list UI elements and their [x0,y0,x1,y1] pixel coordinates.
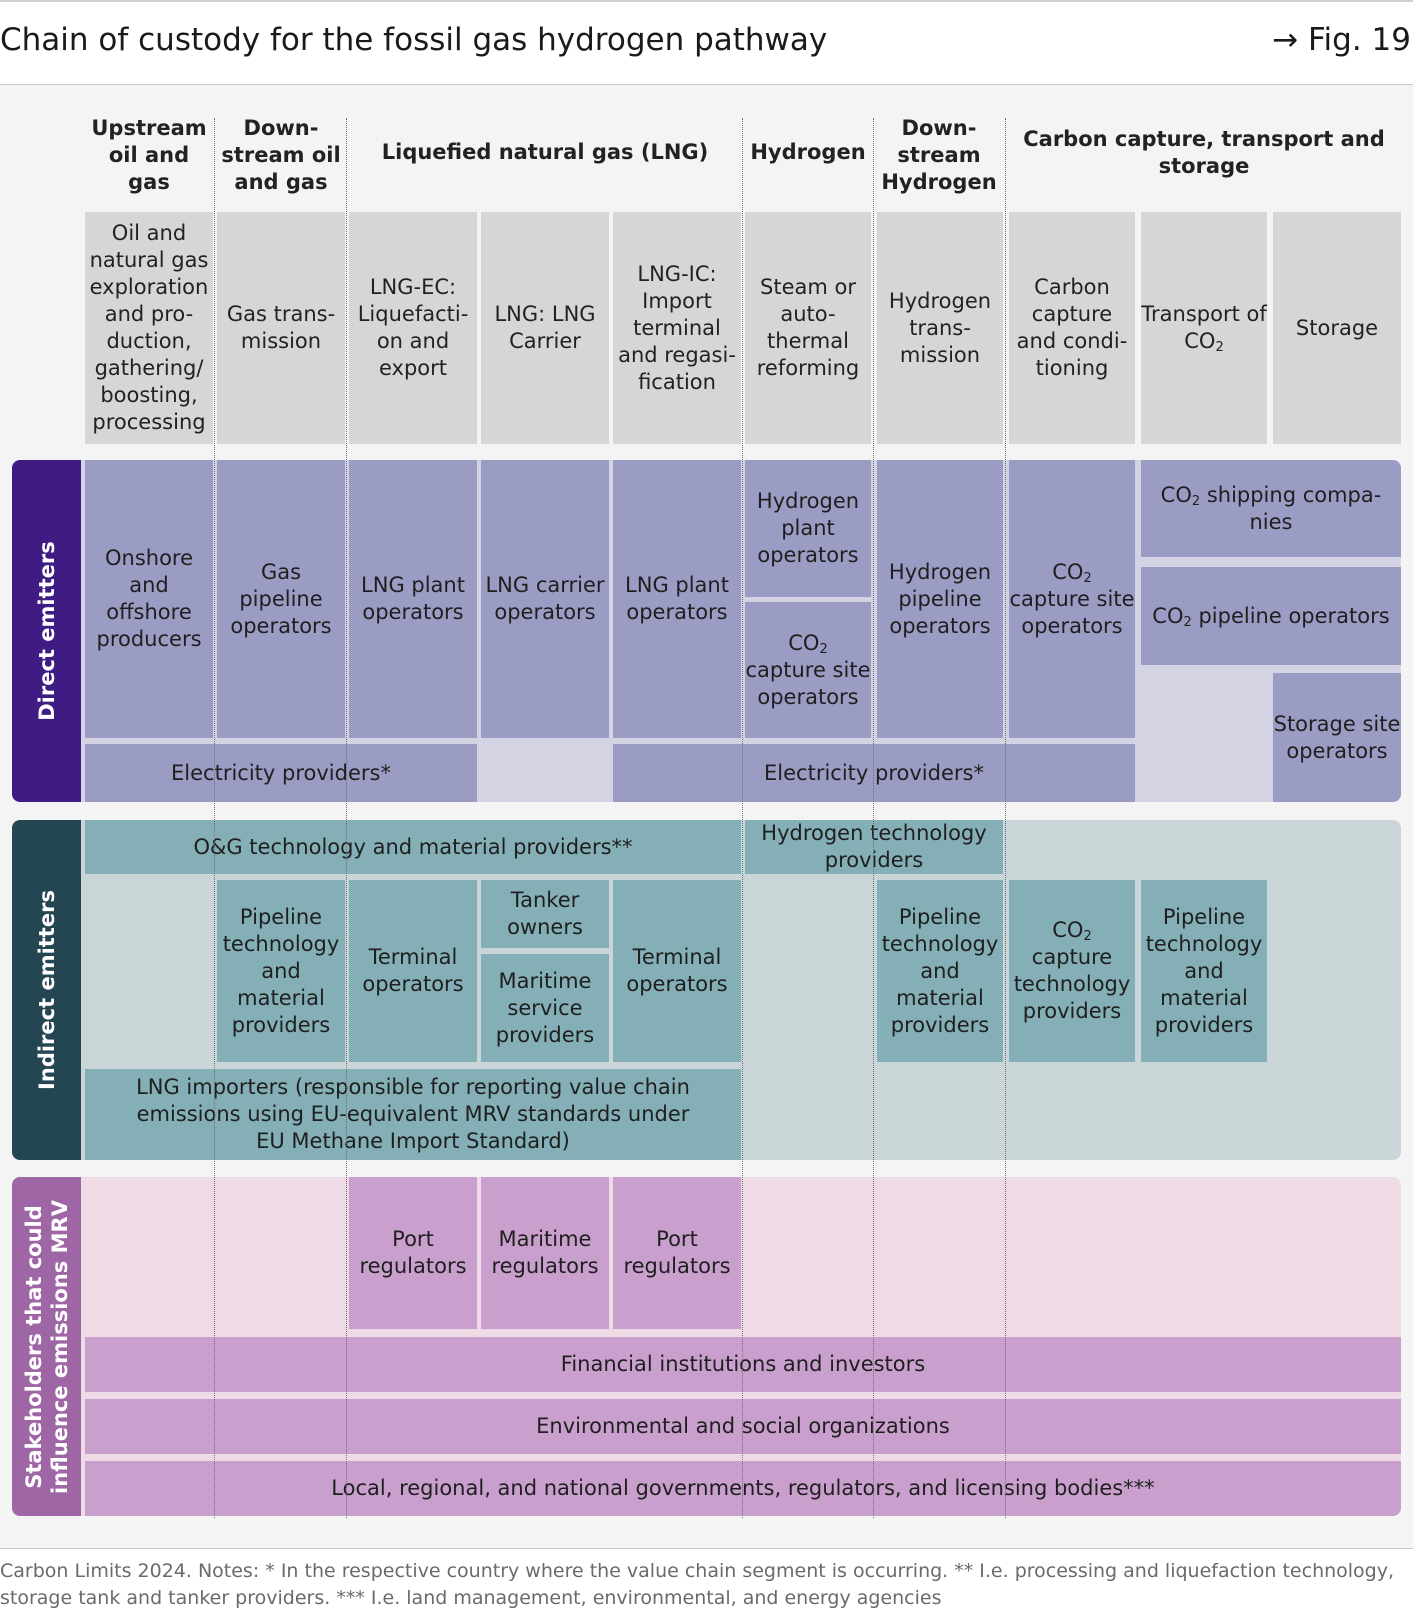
divider-downstream-h2-ccts [1005,118,1006,1518]
divider-upstream-downstream [214,118,215,1518]
segment-storage: Storage [1273,212,1401,444]
stake-governments-regulators: Local, regional, and national government… [85,1461,1401,1516]
direct-lng-plant-operators-export: LNG plant operators [349,460,477,738]
stake-financial-institutions: Financial institutions and investors [85,1337,1401,1392]
direct-electricity-providers-downstream: Electricity providers* [613,744,1135,802]
colhead-upstream: Upstream oil and gas [91,116,207,194]
indirect-pipeline-technology-providers-co2: Pipeline technology and material provide… [1141,880,1267,1062]
indirect-lng-importers: LNG importers (responsible for reporting… [85,1069,741,1160]
stake-port-regulators-export: Port regulators [349,1177,477,1329]
direct-storage-site-operators: Storage site operators [1273,673,1401,802]
colhead-downstream-og: Down- stream oil and gas [221,115,341,194]
indirect-terminal-operators-export: Terminal operators [349,880,477,1062]
segment-gas-transmission: Gas trans- mission [217,212,345,444]
segment-co2-transport: Transport of CO2 [1141,212,1267,444]
colhead-hydrogen: Hydrogen [750,139,866,164]
indirect-maritime-service-providers: Maritime service providers [481,954,609,1062]
stake-maritime-regulators: Maritime regulators [481,1177,609,1329]
direct-hydrogen-plant-operators: Hydrogen plant operators [745,460,871,597]
direct-onshore-offshore-producers: Onshore and offshore producers [85,460,213,738]
row-label-direct-emitters: Direct emitters [12,460,81,802]
row-label-indirect-emitters: Indirect emitters [12,820,81,1160]
stake-environmental-social-orgs: Environmental and social organizations [85,1399,1401,1454]
indirect-hydrogen-technology-providers: Hydrogen technology providers [745,820,1003,874]
segment-lng-ec: LNG-EC: Liquefacti- on and export [349,212,477,444]
footnote: Carbon Limits 2024. Notes: * In the resp… [0,1560,1395,1609]
direct-hydrogen-pipeline-operators: Hydrogen pipeline operators [877,460,1003,738]
colhead-ccts: Carbon capture, transport and storage [1023,127,1385,178]
segment-exploration: Oil and natural gas exploration and pro-… [85,212,213,444]
direct-co2-pipeline-operators: CO2 pipeline operators [1141,567,1401,665]
segment-reforming: Steam or auto- thermal reforming [745,212,871,444]
direct-lng-carrier-operators: LNG carrier operators [481,460,609,738]
stake-port-regulators-import: Port regulators [613,1177,741,1329]
divider-lng-hydrogen [742,118,743,1518]
indirect-pipeline-technology-providers-gas: Pipeline technology and material provide… [217,880,345,1062]
top-rule [0,0,1413,2]
title-rule [0,84,1413,85]
segment-hydrogen-transmission: Hydrogen trans- mission [877,212,1003,444]
direct-gas-pipeline-operators: Gas pipeline operators [217,460,345,738]
divider-hydrogen-downstream-h2 [873,118,874,1518]
footer-rule [0,1548,1413,1549]
colhead-downstream-h2: Down- stream Hydrogen [881,115,997,194]
segment-carbon-capture: Carbon capture and condi- tioning [1009,212,1135,444]
indirect-og-technology-providers: O&G technology and material providers** [85,820,741,874]
direct-lng-plant-operators-import: LNG plant operators [613,460,741,738]
indirect-tanker-owners: Tanker owners [481,880,609,948]
segment-lng-carrier: LNG: LNG Carrier [481,212,609,444]
direct-electricity-providers-upstream: Electricity providers* [85,744,477,802]
segment-lng-ic: LNG-IC: Import terminal and regasi- fica… [613,212,741,444]
colhead-lng: Liquefied natural gas (LNG) [381,139,709,164]
direct-co2-shipping-companies: CO2 shipping compa- nies [1141,460,1401,557]
indirect-pipeline-technology-providers-h2: Pipeline technology and material provide… [877,880,1003,1062]
figure-title: Chain of custody for the fossil gas hydr… [0,22,828,58]
figure-reference: → Fig. 19 [1272,22,1411,58]
indirect-terminal-operators-import: Terminal operators [613,880,741,1062]
divider-downstream-lng [346,118,347,1518]
